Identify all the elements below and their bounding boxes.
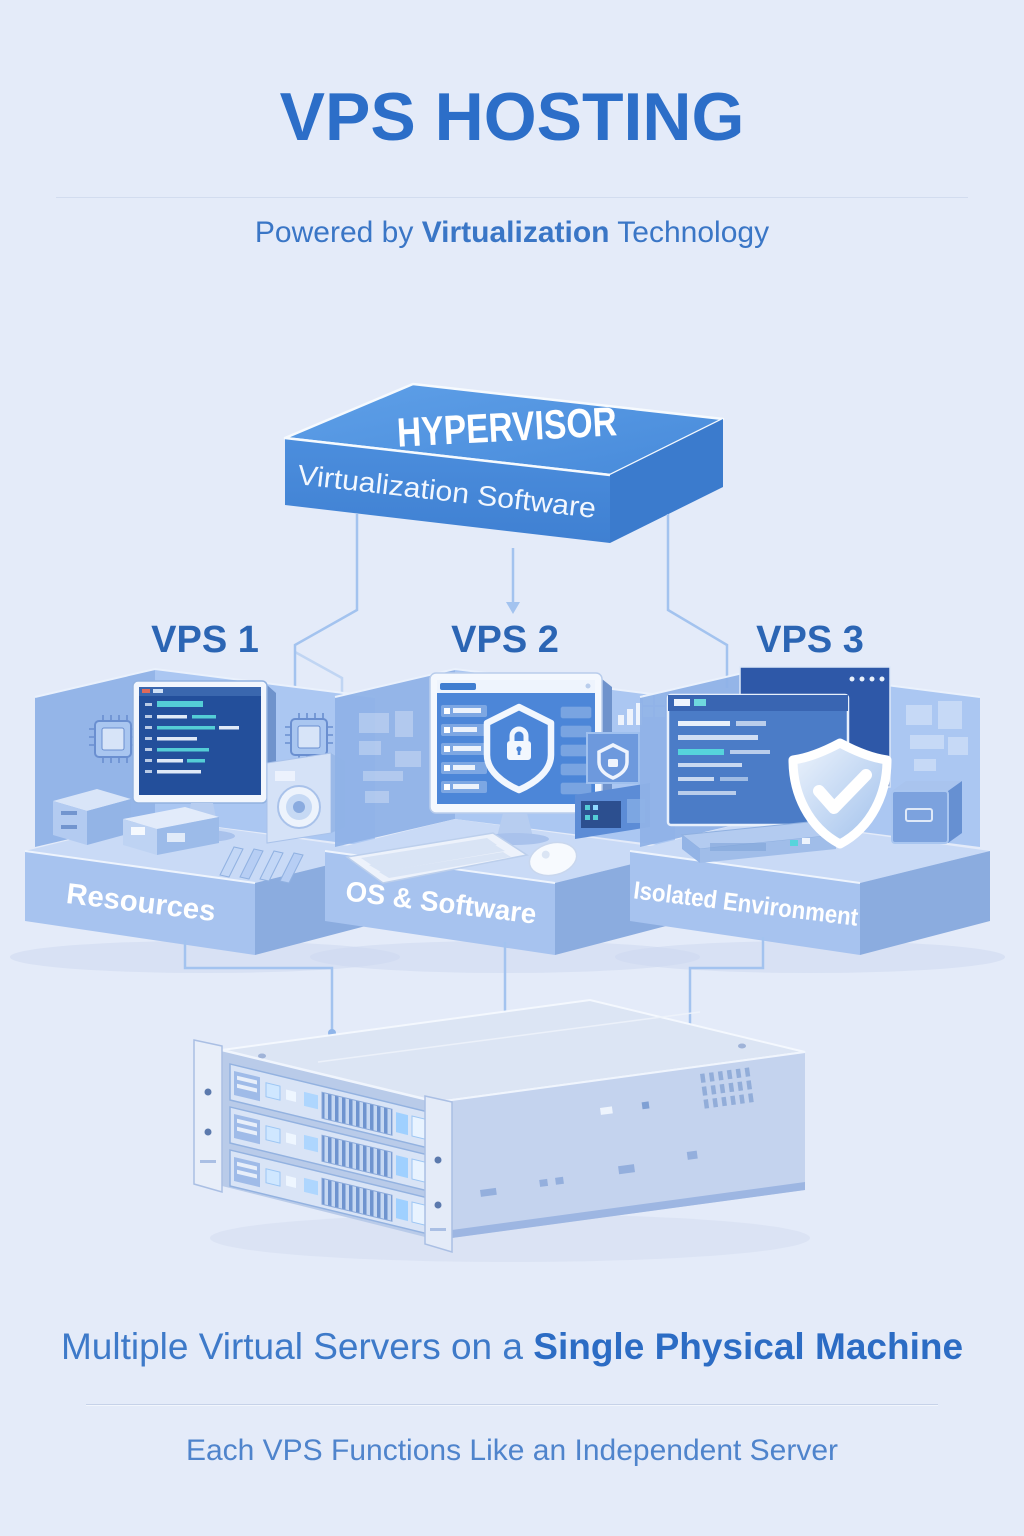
footer-headline-bold: Single Physical Machine <box>533 1326 964 1367</box>
vps-unit-3: VPS 3 <box>615 619 1005 973</box>
connector-to-vps3 <box>666 514 729 688</box>
cpu-chip-icon <box>285 713 333 761</box>
hypervisor-title: HYPERVISOR <box>396 398 618 455</box>
footer-divider <box>86 1404 938 1405</box>
vps1-platform-front <box>25 851 255 955</box>
code-lines <box>145 701 239 774</box>
rack-mount-ear <box>424 1095 453 1254</box>
keyboard-icon <box>345 832 529 884</box>
vps1-shadow <box>10 941 400 973</box>
drive-bay-row <box>229 1063 431 1236</box>
connector-arrow-icon <box>506 602 520 614</box>
connector-vps3-server <box>688 937 765 1026</box>
security-monitor-icon <box>429 672 612 845</box>
vps-unit-1: VPS 1 <box>10 619 400 973</box>
subtitle-bold: Virtualization <box>421 216 610 249</box>
vps3-label: VPS 3 <box>756 619 864 661</box>
page-title: VPS HOSTING <box>279 79 745 155</box>
side-chips <box>600 1101 650 1115</box>
wall-ui-decor <box>906 701 968 771</box>
vps2-left-wall <box>335 669 455 847</box>
footer-headline: Multiple Virtual Servers on a Single Phy… <box>0 1326 1024 1368</box>
rack-mount-ear <box>193 1039 223 1193</box>
ram-modules-icon <box>219 846 304 884</box>
shield-check-icon <box>788 738 892 849</box>
server-shadow <box>210 1214 810 1262</box>
physical-server <box>193 998 810 1262</box>
vps-unit-2: VPS 2 <box>310 619 700 973</box>
footer-headline-prefix: Multiple Virtual Servers on a <box>60 1326 534 1367</box>
hypervisor-connectors <box>293 514 729 756</box>
connector-vps1-server <box>183 940 334 1030</box>
hypervisor-side-face <box>610 419 723 543</box>
vps3-shadow <box>615 941 1005 973</box>
menu-list-left <box>441 705 487 793</box>
vps2-label: VPS 2 <box>451 619 559 661</box>
side-security-panel <box>586 732 640 784</box>
storage-box-icon <box>891 781 962 844</box>
page-subtitle: Powered by Virtualization Technology <box>0 216 1024 250</box>
vps3-platform-front <box>630 851 860 955</box>
header-divider <box>56 197 968 198</box>
storage-drive-icon <box>266 752 345 844</box>
signal-bars-icon <box>618 703 642 725</box>
side-ports <box>480 1150 698 1197</box>
vps1-label: VPS 1 <box>151 619 259 661</box>
vent-grid <box>700 1067 754 1109</box>
footer-subline: Each VPS Functions Like an Independent S… <box>185 1434 839 1467</box>
subtitle-prefix: Powered by <box>254 216 422 249</box>
wall-ui-decor <box>359 711 421 803</box>
subtitle-suffix: Technology <box>609 216 770 249</box>
hypervisor-box: HYPERVISOR Virtualization Software <box>283 382 725 543</box>
menu-list-right <box>560 706 592 795</box>
storage-box-icon <box>53 789 131 845</box>
hypervisor-front-face <box>285 438 610 543</box>
mouse-icon <box>528 841 578 877</box>
cpu-chip-icon <box>89 715 137 763</box>
flat-case-icon <box>123 807 219 855</box>
shield-lock-icon <box>483 703 555 794</box>
vps3-platform-side <box>860 851 990 955</box>
connector-to-vps1 <box>293 514 359 688</box>
mini-server-icon <box>575 783 650 839</box>
